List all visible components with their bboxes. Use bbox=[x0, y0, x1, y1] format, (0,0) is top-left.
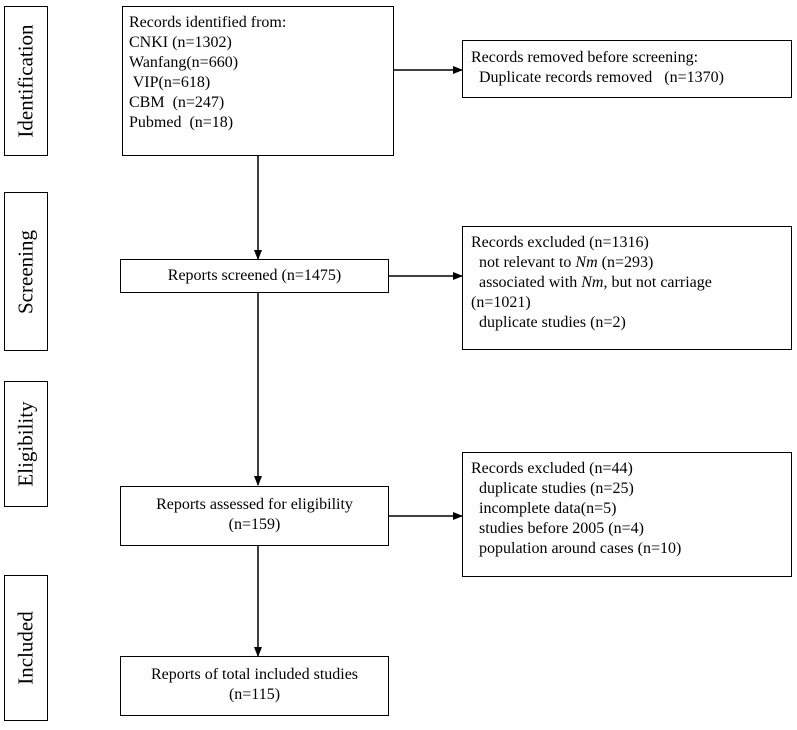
assessed-line2: (n=159) bbox=[228, 516, 281, 533]
included-line2: (n=115) bbox=[228, 686, 281, 703]
excluded2-item: duplicate studies (n=25) bbox=[471, 480, 634, 497]
excluded1-item-cont: (n=1021) bbox=[471, 294, 531, 311]
excluded2-box: Records excluded (n=44) duplicate studie… bbox=[462, 452, 792, 577]
excluded1-box: Records excluded (n=1316) not relevant t… bbox=[462, 226, 792, 350]
assessed-line1: Reports assessed for eligibility bbox=[156, 496, 353, 513]
phase-included: Included bbox=[4, 575, 48, 721]
removed-box: Records removed before screening: Duplic… bbox=[462, 40, 792, 98]
excluded1-title: Records excluded (n=1316) bbox=[471, 234, 649, 251]
removed-line: Duplicate records removed (n=1370) bbox=[471, 69, 724, 86]
excluded1-item: not relevant to Nm (n=293) bbox=[471, 254, 654, 271]
excluded1-item: duplicate studies (n=2) bbox=[471, 314, 626, 331]
identified-source: Wanfang(n=660) bbox=[129, 54, 239, 71]
screened-box: Reports screened (n=1475) bbox=[120, 259, 389, 293]
excluded2-title: Records excluded (n=44) bbox=[471, 460, 633, 477]
identified-title: Records identified from: bbox=[129, 14, 287, 31]
excluded2-item: studies before 2005 (n=4) bbox=[471, 520, 644, 537]
identified-source: VIP(n=618) bbox=[129, 74, 211, 91]
identified-source: Pubmed (n=18) bbox=[129, 114, 234, 131]
removed-title: Records removed before screening: bbox=[471, 49, 699, 66]
assessed-box: Reports assessed for eligibility (n=159) bbox=[120, 486, 389, 546]
included-line1: Reports of total included studies bbox=[150, 666, 359, 683]
screened-label: Reports screened (n=1475) bbox=[167, 267, 342, 284]
identified-source: CBM (n=247) bbox=[129, 94, 225, 111]
phase-identification: Identification bbox=[4, 6, 48, 156]
phase-screening: Screening bbox=[4, 192, 48, 351]
identified-source: CNKI (n=1302) bbox=[129, 34, 232, 51]
excluded2-item: incomplete data(n=5) bbox=[471, 500, 617, 517]
phase-eligibility: Eligibility bbox=[4, 381, 48, 507]
included-box: Reports of total included studies (n=115… bbox=[120, 656, 389, 716]
excluded2-item: population around cases (n=10) bbox=[471, 540, 682, 557]
identified-box: Records identified from: CNKI (n=1302) W… bbox=[122, 6, 394, 156]
excluded1-item: associated with Nm, but not carriage bbox=[471, 274, 712, 291]
